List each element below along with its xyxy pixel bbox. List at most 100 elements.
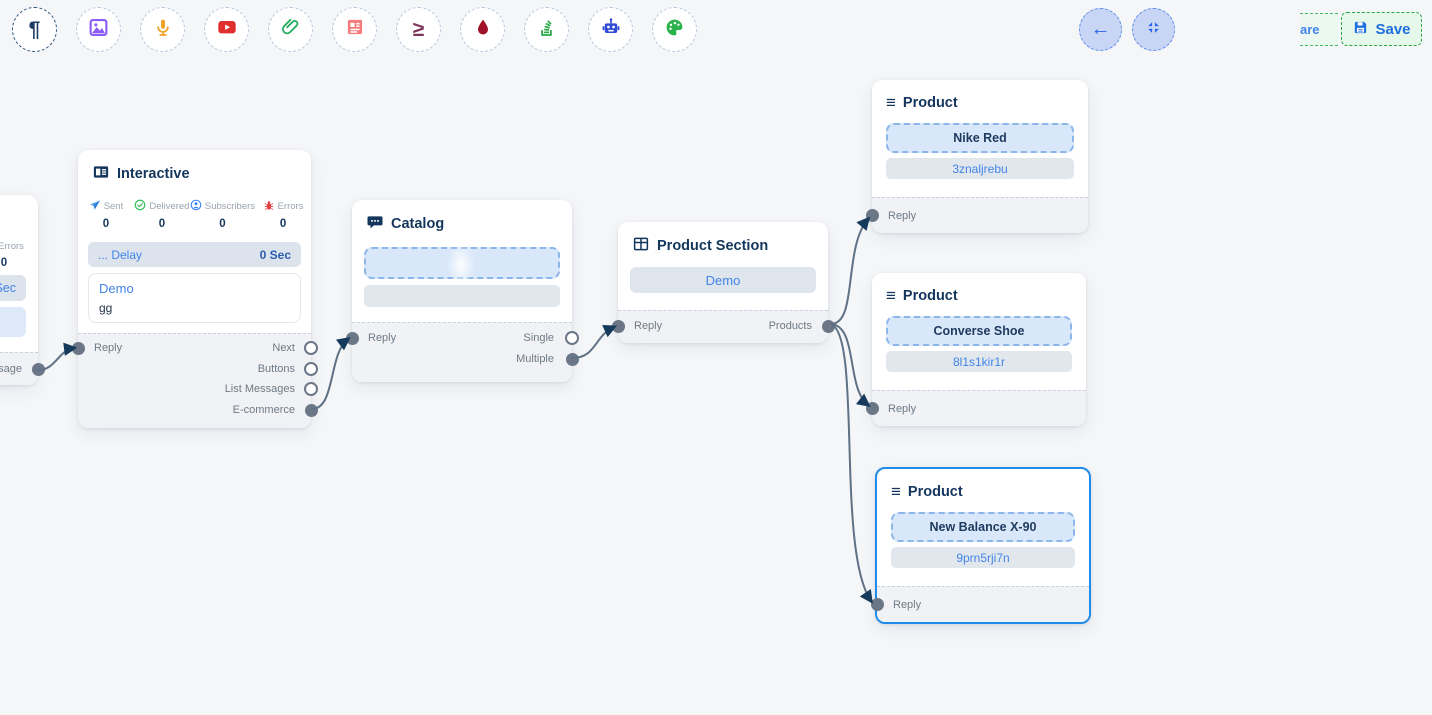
image-icon	[88, 17, 109, 43]
output-label-list-messages: List Messages	[224, 383, 295, 395]
back-button[interactable]: ←	[1079, 8, 1122, 51]
bug-icon	[263, 199, 275, 214]
stack-icon	[536, 17, 557, 43]
paperclip-icon	[280, 17, 301, 43]
input-label: Reply	[94, 342, 123, 354]
table-grid-icon	[632, 235, 650, 257]
output-label-single: Single	[523, 332, 554, 344]
edge-products-to-converse	[830, 323, 871, 408]
output-label-ecommerce: E-commerce	[232, 404, 295, 416]
product-name-box[interactable]: Converse Shoe	[886, 316, 1072, 346]
stat-subscribers: Subscribers 0	[190, 199, 255, 230]
product-retailer-id-box[interactable]: 8l1s1kir1r	[886, 351, 1072, 372]
reply-input-port[interactable]	[611, 319, 625, 333]
interactive-node[interactable]: Interactive Sent 0 Delivered 0 Subscribe…	[71, 150, 318, 428]
reply-input-port[interactable]	[345, 331, 359, 345]
delay-row[interactable]: ... Delay 0 Sec	[88, 242, 301, 267]
node-title: Interactive	[78, 150, 311, 185]
pilcrow-icon: ¶	[28, 18, 41, 41]
ecommerce-output-port[interactable]	[304, 403, 318, 417]
text-block-button[interactable]: ¶	[12, 7, 57, 52]
droplet-icon	[473, 17, 493, 43]
greater-equal-icon: ≥	[412, 18, 425, 41]
stack-block-button[interactable]	[524, 7, 569, 52]
check-circle-icon	[134, 199, 146, 214]
message-node-delay-row[interactable]: 0 Sec	[0, 275, 26, 301]
interactive-icon	[92, 163, 110, 185]
product-name-box[interactable]: New Balance X-90	[891, 512, 1075, 542]
interactive-node-footer: Reply Next Buttons List Messages E-comme…	[71, 333, 318, 428]
product-section-node[interactable]: Product Section Demo Reply Products	[611, 222, 835, 343]
input-label: Reply	[888, 210, 917, 222]
palette-icon	[664, 17, 685, 43]
message-node-content-box[interactable]	[0, 307, 26, 337]
input-label: Reply	[888, 403, 917, 415]
droplet-block-button[interactable]	[460, 7, 505, 52]
single-output-port[interactable]	[564, 331, 579, 345]
output-label: Message	[0, 363, 22, 375]
reply-input-port[interactable]	[865, 402, 879, 415]
edge-products-to-new-balance	[830, 323, 873, 604]
stat-errors: Errors 0	[255, 199, 311, 230]
message-output-port[interactable]	[31, 363, 45, 376]
product-node-nike-red[interactable]: ≡ Product Nike Red 3znaljrebu Reply	[865, 80, 1088, 233]
node-title: ≡ Product	[886, 286, 958, 305]
multiple-output-port[interactable]	[565, 352, 579, 366]
microphone-icon	[153, 17, 173, 43]
products-output-port[interactable]	[821, 319, 835, 333]
output-label-products: Products	[768, 320, 812, 332]
paper-plane-icon	[89, 199, 101, 214]
edge-products-to-nike-red	[830, 216, 871, 325]
bot-block-button[interactable]	[588, 7, 633, 52]
reply-input-port[interactable]	[865, 209, 879, 222]
interactive-message-box[interactable]: Demo gg	[88, 273, 301, 323]
catalog-node[interactable]: Catalog Reply Single Multiple	[345, 200, 579, 382]
reply-input-port[interactable]	[71, 341, 85, 355]
input-label: Reply	[893, 599, 922, 611]
reply-input-port[interactable]	[870, 598, 884, 611]
product-node-converse-shoe[interactable]: ≡ Product Converse Shoe 8l1s1kir1r Reply	[865, 273, 1086, 426]
product-section-body[interactable]: Demo	[630, 267, 816, 293]
next-output-port[interactable]	[303, 341, 318, 355]
palette-block-button[interactable]	[652, 7, 697, 52]
buttons-output-port[interactable]	[303, 362, 318, 376]
product-retailer-id-box[interactable]: 3znaljrebu	[886, 158, 1074, 179]
stat-sent: Sent 0	[78, 199, 134, 230]
attachment-block-button[interactable]	[268, 7, 313, 52]
message-node-errors-stat: Errors 0	[0, 240, 24, 270]
message-node-footer: Message	[0, 352, 45, 385]
product-retailer-id-box[interactable]: 9prn5rji7n	[891, 547, 1075, 568]
catalog-dashed-box[interactable]	[364, 243, 560, 287]
message-node[interactable]: Errors 0 0 Sec Message	[0, 195, 45, 385]
output-label-next: Next	[272, 342, 295, 354]
hamburger-icon: ≡	[891, 482, 901, 501]
output-label-multiple: Multiple	[516, 353, 554, 365]
save-button[interactable]: Save	[1341, 12, 1422, 46]
video-block-button[interactable]	[204, 7, 249, 52]
image-block-button[interactable]	[76, 7, 121, 52]
product-section-footer: Reply Products	[611, 310, 835, 343]
news-block-button[interactable]	[332, 7, 377, 52]
product-node-footer: Reply	[870, 586, 1089, 622]
catalog-gray-box[interactable]	[364, 285, 560, 307]
newspaper-icon	[345, 17, 365, 42]
toolbar: ¶ ≥	[12, 7, 697, 52]
save-button-label: Save	[1375, 20, 1411, 38]
product-name-box[interactable]: Nike Red	[886, 123, 1074, 153]
user-circle-icon	[190, 199, 202, 214]
save-icon	[1352, 19, 1369, 40]
audio-block-button[interactable]	[140, 7, 185, 52]
robot-icon	[600, 16, 622, 43]
compress-icon	[1145, 19, 1162, 41]
product-node-new-balance-selected[interactable]: ≡ Product New Balance X-90 9prn5rji7n Re…	[870, 467, 1091, 624]
youtube-icon	[216, 16, 238, 43]
condition-block-button[interactable]: ≥	[396, 7, 441, 52]
partially-hidden-button[interactable]: are	[1300, 13, 1338, 46]
fit-view-button[interactable]	[1132, 8, 1175, 51]
list-messages-output-port[interactable]	[303, 382, 318, 396]
input-label: Reply	[368, 332, 397, 344]
product-node-footer: Reply	[865, 197, 1088, 233]
node-title: Product Section	[618, 222, 828, 257]
stats-row: Sent 0 Delivered 0 Subscribers 0 Errors …	[78, 199, 311, 230]
